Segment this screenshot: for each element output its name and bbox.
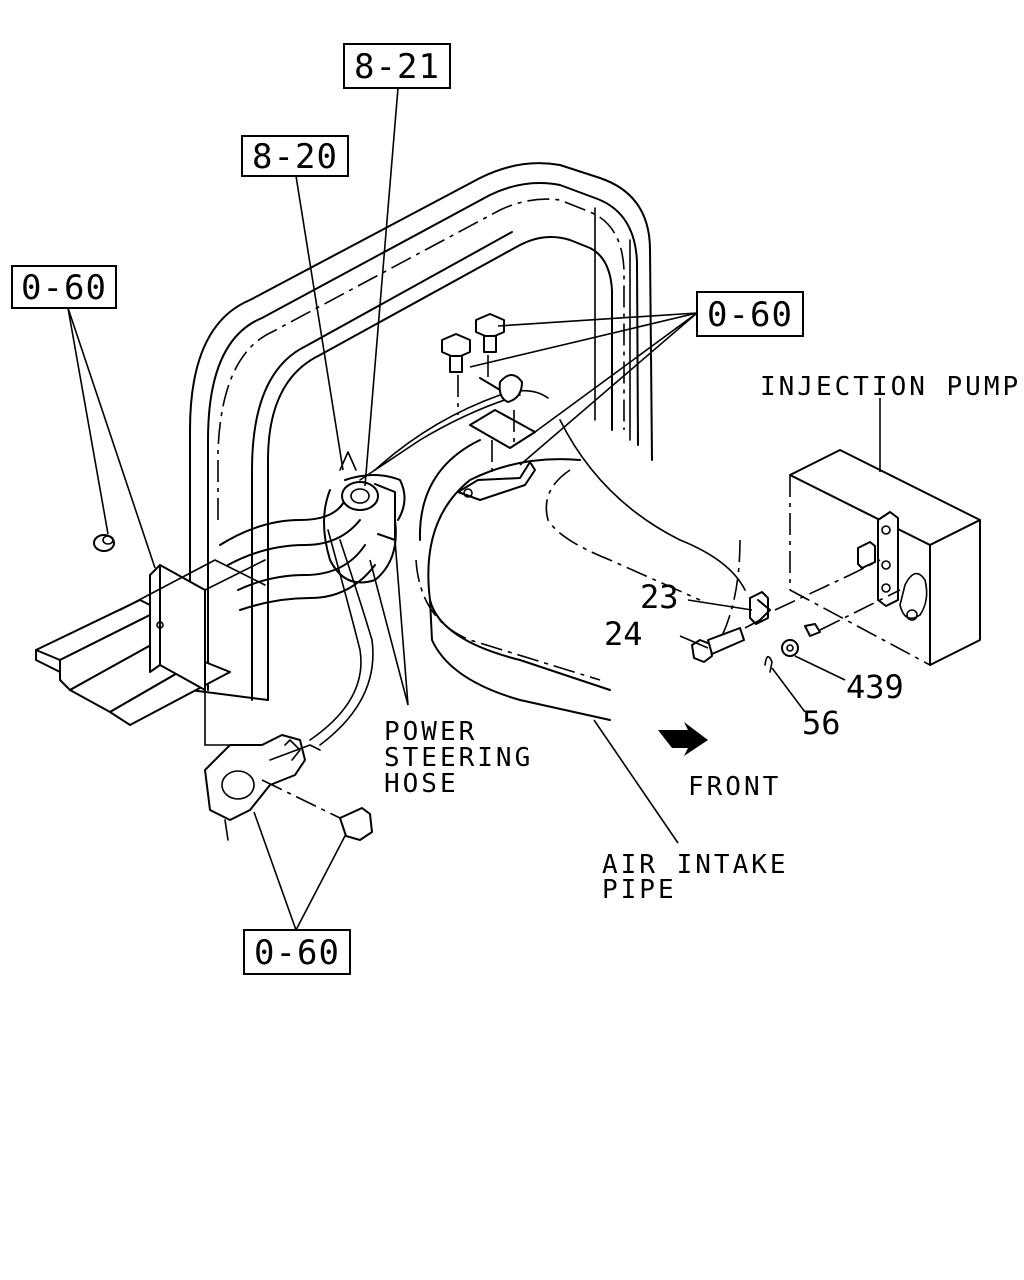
pressure-switch — [204, 690, 321, 841]
part-439-washer — [781, 639, 799, 657]
ref-box-0-60-bottom[interactable]: 0-60 — [243, 929, 351, 975]
part-24-bolt — [691, 619, 761, 663]
ref-label-8-21: 8-21 — [354, 47, 440, 87]
power-steering-label-line1: POWER — [384, 717, 477, 747]
power-steering-label-line3: HOSE — [384, 769, 459, 799]
injection-pump-label: INJECTION PUMP — [760, 372, 1021, 402]
bolt-icon — [261, 779, 373, 841]
front-arrow-icon — [658, 722, 708, 756]
front-label: FRONT — [688, 772, 781, 802]
ref-box-8-21[interactable]: 8-21 — [343, 43, 451, 89]
part-23-bracket — [749, 591, 771, 625]
part-number-24: 24 — [604, 615, 643, 653]
radiator-shroud — [189, 162, 653, 701]
air-intake-label-line2: PIPE — [602, 875, 677, 905]
part-number-439: 439 — [846, 668, 904, 706]
ref-box-0-60-left[interactable]: 0-60 — [11, 265, 117, 309]
part-56-clip — [764, 655, 773, 673]
ref-label-8-20: 8-20 — [252, 137, 338, 177]
part-number-56: 56 — [802, 704, 841, 742]
ref-box-8-20[interactable]: 8-20 — [241, 135, 349, 177]
nut-icon — [93, 534, 115, 552]
ref-label-0-60-left: 0-60 — [21, 268, 107, 308]
bolt-icon — [441, 333, 471, 373]
air-intake-label-line1: AIR INTAKE — [602, 850, 789, 880]
ref-label-0-60-bottom: 0-60 — [254, 933, 340, 973]
pin-detail — [774, 559, 901, 637]
hose-clamp — [341, 481, 396, 541]
power-steering-label-line2: STEERING — [384, 743, 533, 773]
injection-pump — [789, 449, 981, 666]
part-number-23: 23 — [640, 578, 679, 616]
leader-lines — [67, 87, 881, 931]
upper-bracket — [457, 355, 536, 501]
ref-label-0-60-right: 0-60 — [707, 295, 793, 335]
ref-box-0-60-right[interactable]: 0-60 — [696, 291, 804, 337]
air-intake-pipe — [415, 419, 746, 721]
bolt-icon — [475, 313, 505, 353]
frame-bracket — [35, 559, 266, 726]
